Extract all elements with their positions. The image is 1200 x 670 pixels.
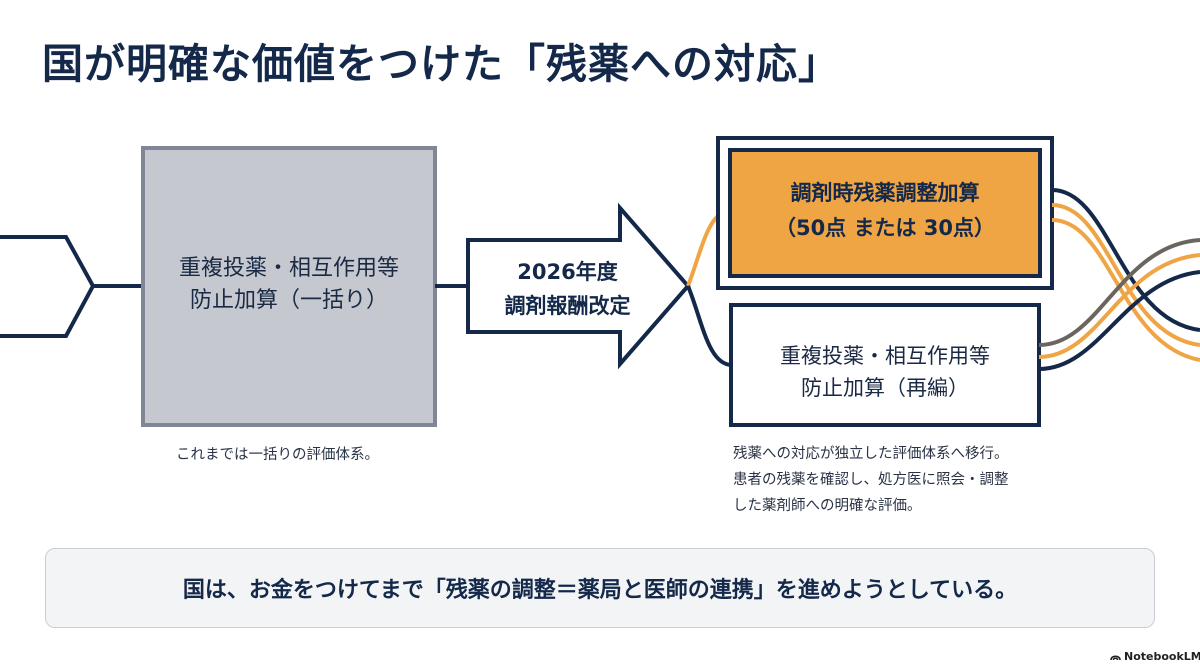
outflow-line-6 xyxy=(1038,270,1200,371)
outflow-line-4 xyxy=(1038,238,1200,347)
outflow-line-5 xyxy=(1038,253,1200,359)
highlight-box-label: 調剤時残薬調整加算 （50点 または 30点） xyxy=(732,176,1038,246)
old-box-line2: 防止加算（一括り） xyxy=(189,288,388,313)
highlight-box-line1: 調剤時残薬調整加算 xyxy=(790,181,980,205)
reform-arrow-label: 2026年度 調剤報酬改定 xyxy=(470,255,665,323)
old-box xyxy=(141,146,437,427)
old-box-line1: 重複投薬・相互作用等 xyxy=(178,256,399,281)
summary-banner: 国は、お金をつけてまで「残薬の調整＝薬局と医師の連携」を進めようとしている。 xyxy=(45,548,1155,628)
highlight-box xyxy=(728,148,1042,278)
reform-arrow xyxy=(466,202,691,370)
branch-curve-lower xyxy=(686,285,733,367)
caption-right-line3: した薬剤師への明確な評価。 xyxy=(733,498,922,514)
notebooklm-logo: NotebookLM xyxy=(1110,650,1200,663)
page-title: 国が明確な価値をつけた「残薬への対応」 xyxy=(42,40,840,88)
outflow-line-3 xyxy=(1051,218,1200,362)
new-box-line2: 防止加算（再編） xyxy=(801,376,969,400)
notebooklm-logo-text: NotebookLM xyxy=(1124,650,1200,663)
new-box xyxy=(729,303,1041,427)
highlight-box-line2: （50点 または 30点） xyxy=(774,216,996,240)
old-box-label: 重複投薬・相互作用等 防止加算（一括り） xyxy=(143,253,435,317)
caption-right-line2: 患者の残薬を確認し、処方医に照会・調整 xyxy=(733,472,1009,488)
entry-chevron xyxy=(0,235,96,338)
new-box-line1: 重複投薬・相互作用等 xyxy=(780,344,990,368)
outflow-line-1 xyxy=(1051,188,1200,332)
outflow-line-2 xyxy=(1051,203,1200,347)
new-box-label: 重複投薬・相互作用等 防止加算（再編） xyxy=(732,340,1038,404)
caption-left: これまでは一括りの評価体系。 xyxy=(176,447,379,463)
caption-right-line1: 残薬への対応が独立した評価体系へ移行。 xyxy=(733,446,1009,462)
notebooklm-logo-icon xyxy=(1110,655,1121,661)
caption-right: 残薬への対応が独立した評価体系へ移行。 患者の残薬を確認し、処方医に照会・調整 … xyxy=(733,441,1009,519)
reform-year: 2026年度 xyxy=(517,260,618,284)
summary-banner-text: 国は、お金をつけてまで「残薬の調整＝薬局と医師の連携」を進めようとしている。 xyxy=(182,578,1018,603)
reform-name: 調剤報酬改定 xyxy=(504,294,631,318)
